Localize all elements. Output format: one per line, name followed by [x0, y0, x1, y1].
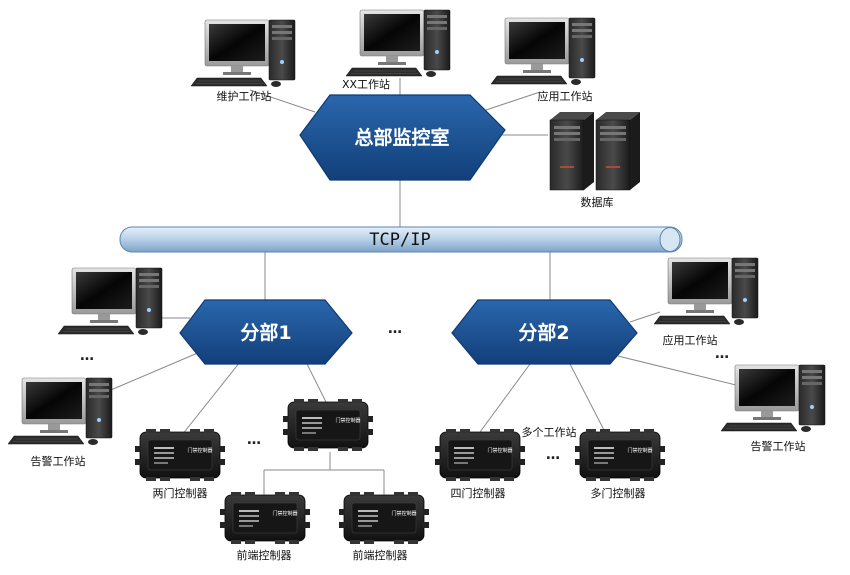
workstation-alarm-right: 告警工作站: [720, 364, 826, 453]
label-application-top: 应用工作站: [538, 89, 593, 103]
label-four-door: 四门控制器: [451, 486, 506, 500]
hub-branch1: 分部1: [179, 299, 353, 365]
controller-two-door: 门禁控制器 两门控制器: [134, 428, 226, 500]
tcpip-bus: TCP/IP: [119, 226, 683, 253]
workstation-branch1-top: [57, 267, 163, 336]
link-branch2-fourdoor: [479, 363, 531, 433]
label-application-right: 应用工作站: [663, 333, 718, 347]
device-tag: 门禁控制器: [272, 510, 297, 517]
controller-front-end-1: 门禁控制器 前端控制器: [219, 491, 311, 562]
ellipsis-branch2-right: …: [715, 346, 729, 362]
database-server: 数据库: [549, 111, 641, 209]
workstation-alarm-left: 告警工作站: [7, 377, 113, 468]
link-maintenance: [249, 89, 316, 113]
device-tag: 门禁控制器: [335, 417, 360, 424]
device-tag: 门禁控制器: [391, 510, 416, 517]
link-branch2-app: [629, 311, 661, 323]
label-alarm-right: 告警工作站: [751, 439, 806, 453]
controller-branch1-top: 门禁控制器: [282, 398, 374, 452]
hub-headquarters-label: 总部监控室: [354, 126, 449, 149]
link-branch1-twodoor: [177, 361, 241, 441]
link-application-top: [479, 91, 541, 113]
label-xx: XX工作站: [342, 77, 390, 91]
bus-label: TCP/IP: [369, 230, 430, 250]
label-multi-door: 多门控制器: [591, 486, 646, 500]
hub-headquarters: 总部监控室: [299, 94, 506, 181]
annotation-multi-workstation: 多个工作站: [522, 425, 577, 439]
workstation-maintenance: 维护工作站: [190, 19, 296, 103]
controller-multi-door: 门禁控制器 多门控制器: [574, 428, 666, 500]
link-branch2-multidoor: [569, 363, 606, 433]
label-alarm-left: 告警工作站: [31, 454, 86, 468]
controller-four-door: 门禁控制器 四门控制器: [434, 428, 526, 500]
link-branch2-alarm: [617, 355, 741, 387]
ellipsis-branch1-controllers: …: [247, 432, 261, 448]
ellipsis-branch2-controllers: …: [546, 447, 560, 463]
device-tag: 门禁控制器: [627, 447, 652, 454]
hub-branch1-label: 分部1: [240, 321, 291, 344]
label-two-door: 两门控制器: [153, 486, 208, 500]
device-tag: 门禁控制器: [487, 447, 512, 454]
ellipsis-between-branches: …: [388, 321, 402, 337]
label-maintenance: 维护工作站: [217, 89, 272, 103]
label-front-end-1: 前端控制器: [237, 548, 292, 562]
ellipsis-branch1-left: …: [80, 348, 94, 364]
hub-branch2: 分部2: [451, 299, 638, 365]
workstation-application-top: 应用工作站: [490, 17, 596, 103]
connection-lines: [91, 78, 741, 495]
label-database: 数据库: [581, 195, 614, 209]
device-tag: 门禁控制器: [187, 447, 212, 454]
workstation-xx: XX工作站: [342, 9, 451, 91]
workstation-application-right: 应用工作站: [653, 257, 759, 347]
label-front-end-2: 前端控制器: [353, 548, 408, 562]
hub-branch2-label: 分部2: [518, 321, 569, 344]
link-branch1-ctrltop: [305, 361, 327, 403]
controller-front-end-2: 门禁控制器 前端控制器: [338, 491, 430, 562]
